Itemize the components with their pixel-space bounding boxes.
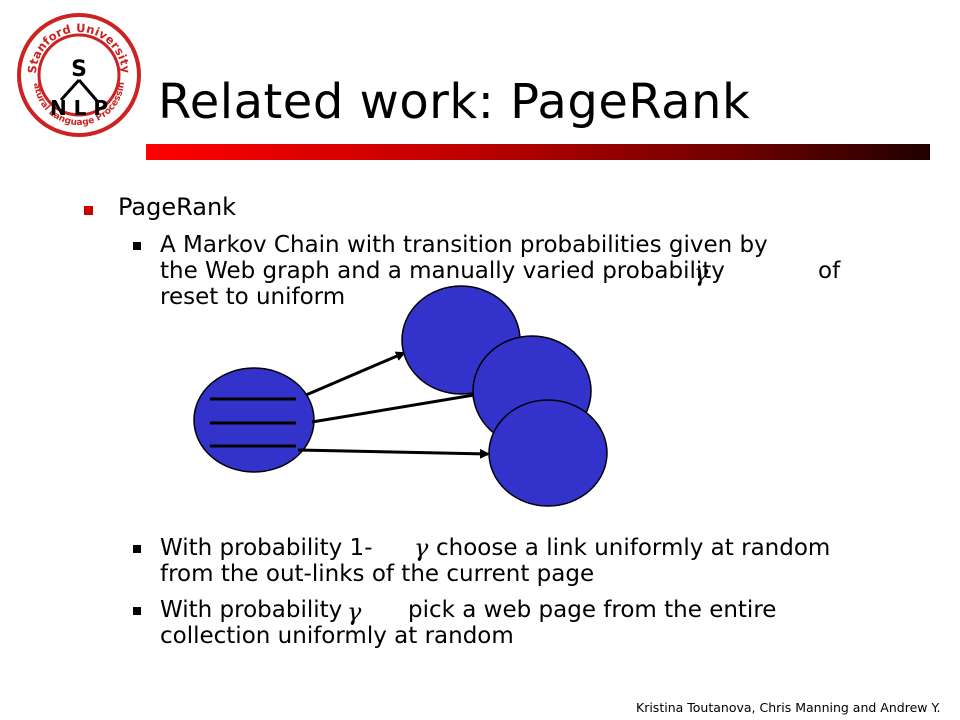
link-arrow-1 [305, 351, 406, 397]
bullet-marker-pagerank [84, 206, 93, 215]
target-page-node-3 [488, 399, 608, 507]
bullet-pagerank: PageRank [118, 193, 237, 221]
gamma-symbol: γ [694, 259, 709, 287]
bullet-marker-prob1 [133, 545, 141, 553]
source-page-node [193, 367, 315, 473]
link-arrow-3 [297, 448, 490, 459]
stanford-nlp-logo: Stanford University Natural Language Pro… [16, 12, 141, 137]
bullet-prob2-line1a: With probability [160, 597, 343, 623]
slide-title: Related work: PageRank [158, 74, 751, 130]
bullet-prob2-line1b: pick a web page from the entire [408, 597, 777, 623]
target-page-node-2 [472, 335, 592, 447]
bullet-prob1-line1b: choose a link uniformly at random [436, 535, 831, 561]
logo-letter-s: S [71, 57, 87, 82]
bullet-prob1-line2: from the out-links of the current page [160, 561, 595, 587]
bullet-markov-line1: A Markov Chain with transition probabili… [160, 232, 768, 258]
bullet-markov-line3: reset to uniform [160, 284, 346, 310]
bullet-markov-line2: the Web graph and a manually varied prob… [160, 258, 725, 284]
bullet-marker-markov [133, 242, 141, 250]
bullet-marker-prob2 [133, 607, 141, 615]
gamma-symbol: γ [347, 598, 362, 626]
bullet-prob1-line1a: With probability 1- [160, 535, 373, 561]
link-arrow-2 [311, 390, 482, 424]
gamma-symbol: γ [414, 534, 429, 562]
bullet-markov-line2-of: of [818, 258, 841, 284]
title-underline-bar [146, 144, 930, 160]
logo-letters-nlp: N L P [50, 96, 108, 120]
bullet-prob2-line2: collection uniformly at random [160, 623, 514, 649]
target-page-node-1 [401, 285, 521, 395]
footer-authors: Kristina Toutanova, Chris Manning and An… [636, 700, 941, 715]
